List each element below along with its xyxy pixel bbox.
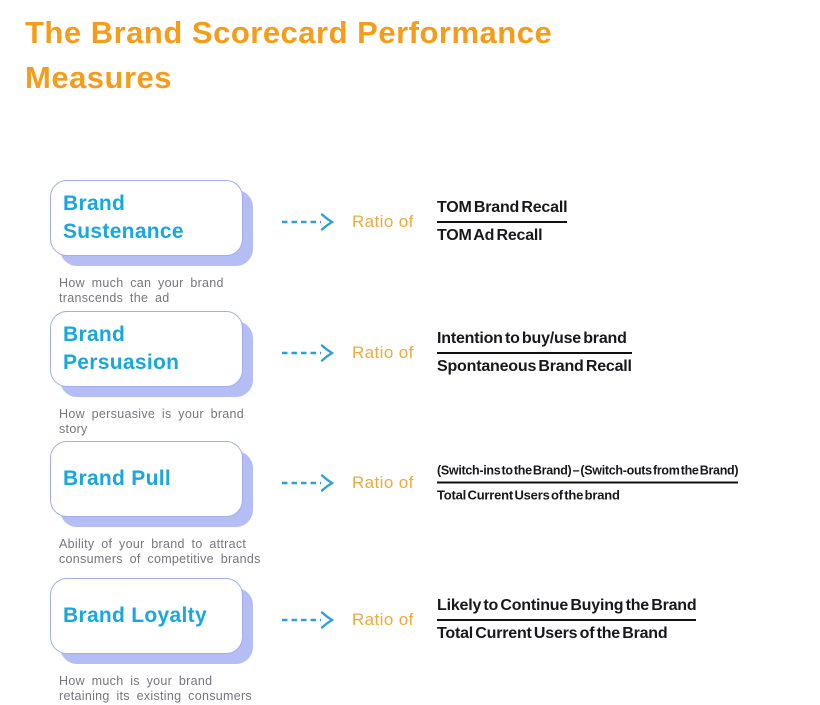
ratio-of-label: Ratio of (352, 212, 414, 231)
formula-denominator: Total Current Users of the brand (437, 487, 620, 503)
measure-row-brand-pull: Brand Pull Ability of your brand to attr… (0, 441, 820, 566)
dashed-arrow-icon (282, 611, 335, 629)
card-title: Brand Pull (63, 467, 172, 490)
ratio-of-label: Ratio of (352, 473, 414, 492)
measure-row-brand-loyalty: Brand Loyalty How much is your brand ret… (0, 578, 820, 703)
formula-denominator: Total Current Users of the Brand (437, 625, 668, 642)
formula-numerator: Intention to buy/use brand (437, 330, 632, 354)
ratio-of-label: Ratio of (352, 343, 414, 362)
dashed-arrow-icon (282, 213, 335, 231)
card-description: How much is your brand retaining its exi… (59, 674, 252, 703)
ratio-formula: Likely to Continue Buying the Brand Tota… (437, 597, 697, 643)
card-brand-pull: Brand Pull (50, 441, 243, 517)
formula-denominator: Spontaneous Brand Recall (437, 358, 632, 375)
card-description: How much can your brand transcends the a… (59, 276, 224, 305)
formula-numerator: Likely to Continue Buying the Brand (437, 597, 697, 621)
card-title: Brand Persuasion (63, 323, 180, 374)
card-title: Brand Loyalty (63, 604, 207, 627)
card-brand-persuasion: Brand Persuasion (50, 311, 243, 387)
formula-numerator: TOM Brand Recall (437, 199, 568, 223)
measure-row-brand-persuasion: Brand Persuasion How persuasive is your … (0, 311, 820, 436)
card-title: Brand Sustenance (63, 192, 184, 243)
formula-denominator: TOM Ad Recall (437, 227, 543, 244)
ratio-formula: Intention to buy/use brand Spontaneous B… (437, 330, 632, 376)
card-description: Ability of your brand to attract consume… (59, 537, 261, 566)
card-description: How persuasive is your brand story (59, 407, 245, 436)
formula-numerator: (Switch-ins to the Brand) – (Switch-outs… (437, 464, 739, 484)
dashed-arrow-icon (282, 474, 335, 492)
ratio-formula: (Switch-ins to the Brand) – (Switch-outs… (437, 464, 739, 503)
measure-row-brand-sustenance: Brand Sustenance How much can your brand… (0, 180, 820, 305)
card-brand-sustenance: Brand Sustenance (50, 180, 243, 256)
page-title: The Brand Scorecard Performance Measures (25, 15, 553, 95)
ratio-formula: TOM Brand Recall TOM Ad Recall (437, 199, 568, 245)
card-brand-loyalty: Brand Loyalty (50, 578, 243, 654)
dashed-arrow-icon (282, 344, 335, 362)
ratio-of-label: Ratio of (352, 610, 414, 629)
